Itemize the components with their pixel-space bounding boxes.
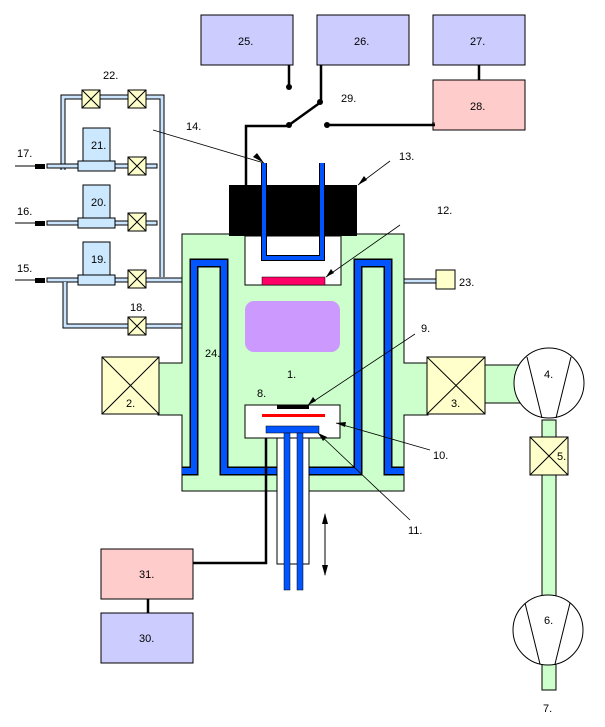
label-13: 13. [399,151,414,163]
plasma [245,301,340,352]
magnet-block [229,185,357,236]
labels: 1. 2. 3. 4. 5. 6. 7. 8. 9. 10. 11. 12. 1… [17,36,566,715]
mfc-19 [82,241,111,276]
label-8: 8. [257,388,266,400]
supply-26 [316,14,410,66]
leader-arrowheads [253,153,367,441]
label-31: 31. [139,569,154,581]
leader-lines [152,122,435,521]
label-18: 18. [130,302,145,314]
valve-icon [127,89,147,109]
heater [262,414,325,417]
supply-25 [200,14,294,66]
label-14: 14. [186,121,201,133]
label-17: 17. [17,148,32,160]
label-12: 12. [437,205,452,217]
supply-30 [100,612,194,664]
valve-icon [127,316,147,336]
manifold-valves [81,89,147,336]
label-22: 22. [103,70,118,82]
label-24: 24. [205,348,220,360]
label-30: 30. [139,633,154,645]
switch-contacts [286,84,330,128]
label-28: 28. [470,101,485,113]
valve-icon [127,156,147,176]
gas-inlets [15,164,45,283]
label-9: 9. [421,323,430,335]
label-27: 27. [470,36,485,48]
valve-2 [101,356,160,415]
label-16: 16. [17,206,32,218]
gauge [435,269,456,290]
label-15: 15. [17,263,32,275]
cathode-cooling-tube [261,163,325,261]
label-23: 23. [459,277,474,289]
pump-line [426,347,585,691]
supply-27 [432,14,526,66]
holder-rods [276,432,310,591]
label-26: 26. [354,36,369,48]
matcher-31 [100,548,194,600]
label-20: 20. [91,197,106,209]
motion-arrow [322,513,328,576]
switch-wiring [244,65,481,185]
label-29: 29. [341,93,356,105]
label-11: 11. [408,525,422,537]
valve-icon [127,269,147,289]
target [261,276,326,286]
label-3: 3. [451,398,460,410]
label-10: 10. [433,450,448,462]
bias-supply [100,548,194,664]
mass-flow-controllers [77,127,116,286]
bias-wiring [146,438,268,613]
label-4: 4. [544,369,553,381]
label-6: 6. [544,615,553,627]
mfc-21 [82,127,111,162]
label-2: 2. [126,398,135,410]
label-1: 1. [287,369,296,381]
label-25: 25. [238,36,253,48]
valve-icon [81,89,101,109]
label-7: 7. [543,703,552,715]
substrate [277,405,309,409]
label-5: 5. [557,451,566,463]
label-19: 19. [91,254,106,266]
label-21: 21. [91,140,106,152]
valve-icon [127,212,147,232]
